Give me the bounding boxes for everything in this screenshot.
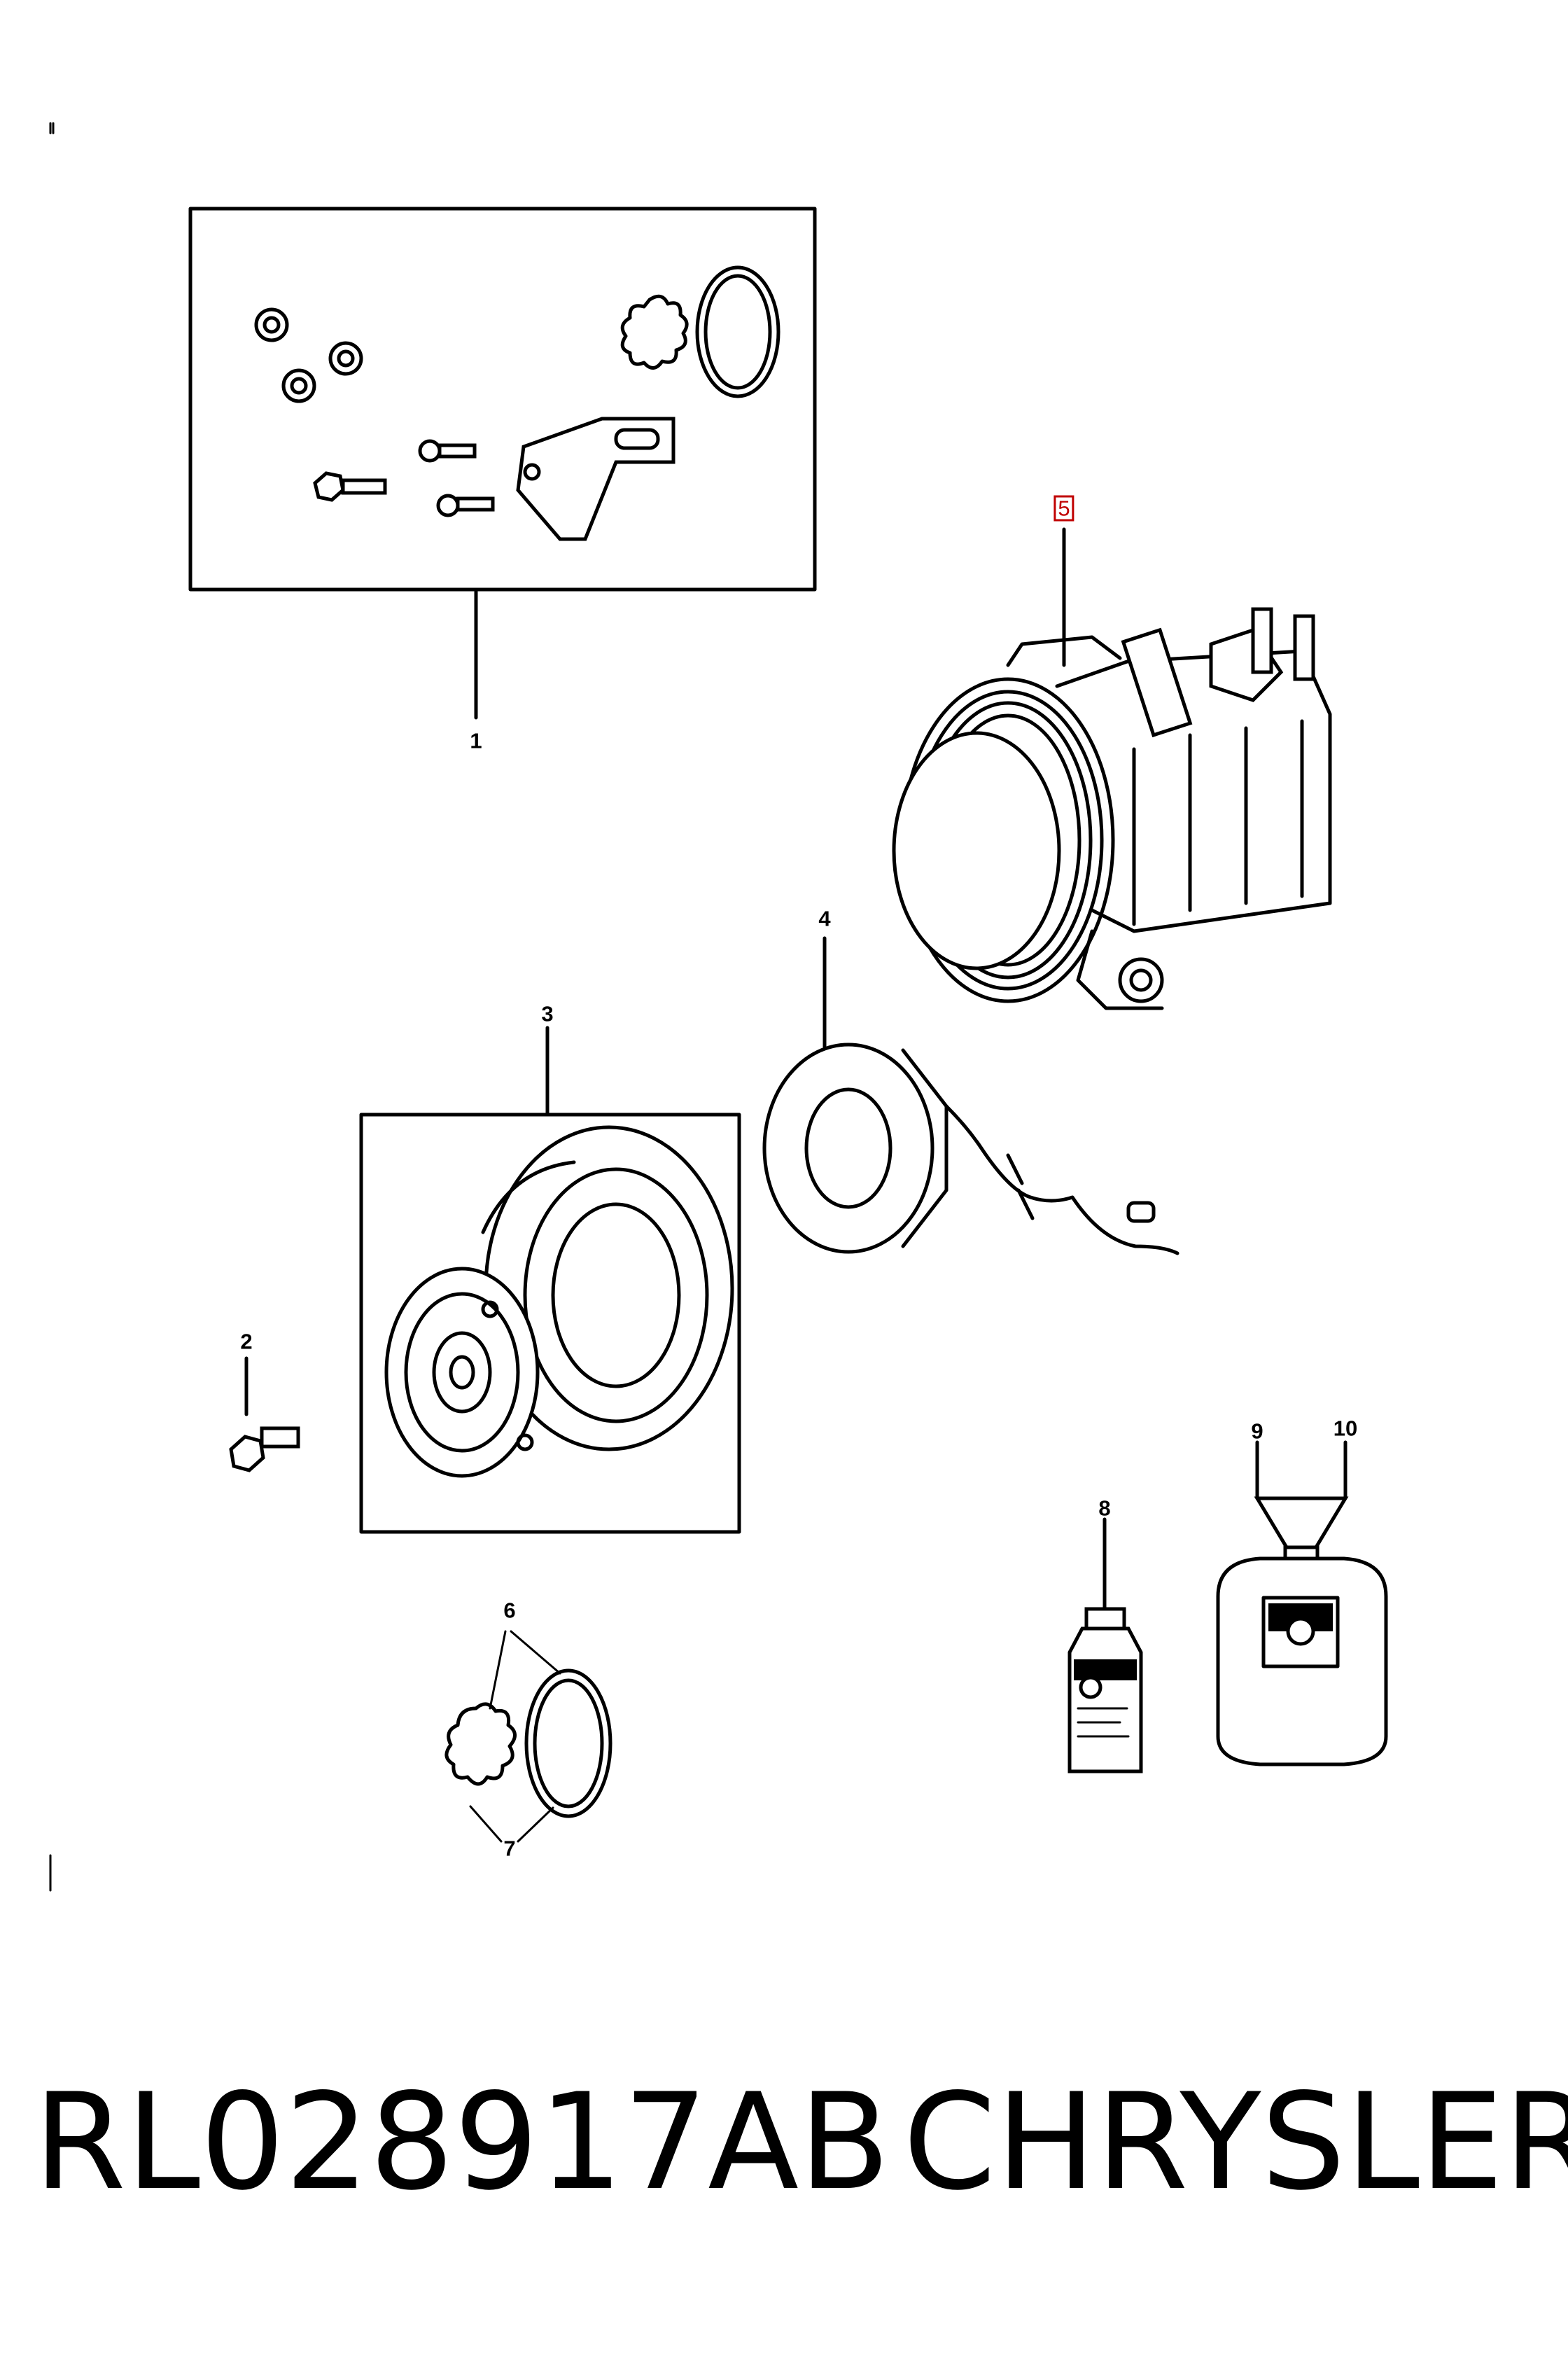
bolt	[229, 1356, 300, 1472]
compressor	[892, 527, 1332, 1010]
margin-marks	[49, 122, 55, 1892]
refrigerant-cylinder	[1216, 1440, 1388, 1766]
callout-2: 2	[240, 1329, 253, 1354]
make: CHRYSLER	[903, 2065, 1568, 2219]
callout-7: 7	[503, 1836, 516, 1861]
callout-10: 10	[1333, 1416, 1358, 1441]
callout-9: 9	[1251, 1419, 1264, 1444]
callout-1: 1	[470, 728, 482, 753]
callout-5: 5	[1054, 495, 1074, 522]
callout-4: 4	[818, 906, 831, 931]
hardware-kit-box	[188, 207, 817, 720]
callout-8: 8	[1098, 1496, 1111, 1521]
caption: RL028917AB CHRYSLER	[0, 2072, 1568, 2212]
seal-and-snap-ring	[444, 1630, 612, 1843]
callout-3: 3	[541, 1001, 554, 1026]
clutch-assembly-box	[359, 1026, 741, 1534]
part-number: RL028917AB	[34, 2065, 890, 2219]
field-coil	[762, 936, 1180, 1255]
callout-6: 6	[503, 1598, 516, 1623]
oil-bottle	[1068, 1517, 1143, 1773]
